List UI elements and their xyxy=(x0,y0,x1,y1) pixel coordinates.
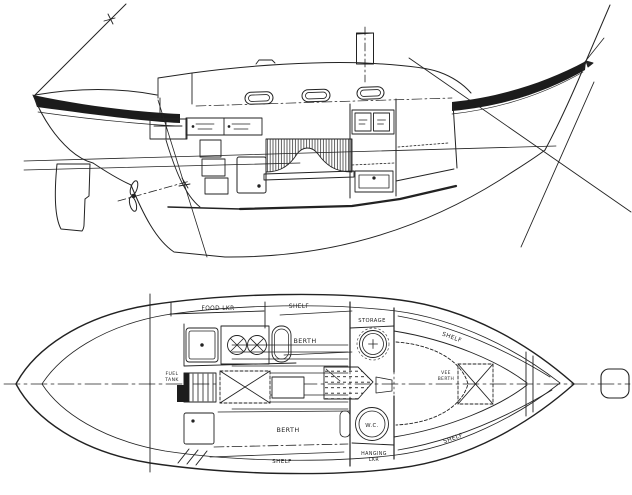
label-storage: STORAGE xyxy=(358,318,386,324)
bulkheads-profile xyxy=(349,98,458,199)
prop-shaft-centerline xyxy=(117,180,191,202)
bow-platform xyxy=(600,368,630,399)
rudder xyxy=(54,163,91,232)
icebox xyxy=(271,325,292,363)
label-fuel-tank-1: FUEL xyxy=(165,371,178,377)
vee-berth-outline xyxy=(393,330,528,438)
portlight-aft xyxy=(244,91,274,105)
toilet xyxy=(339,407,389,441)
deck-datum-dashdot xyxy=(195,97,453,107)
companionway-slide xyxy=(157,72,193,105)
label-berth-top: BERTH xyxy=(293,337,316,345)
bow-shelf-lines xyxy=(397,315,553,451)
backstay xyxy=(33,3,127,97)
sheer-stripe-aft xyxy=(33,95,180,123)
foredeck-hatch xyxy=(457,363,494,405)
storage-divider xyxy=(349,325,395,329)
settee-front xyxy=(263,170,355,181)
coachroof xyxy=(191,62,472,94)
quarterberth-line xyxy=(167,206,241,210)
fuel-tank xyxy=(177,385,185,402)
vberth-profile xyxy=(395,142,455,182)
companionway-ladder xyxy=(183,372,217,403)
label-hanging-locker-1: HANGING xyxy=(361,451,387,457)
locker-door xyxy=(236,156,267,194)
stern-profile xyxy=(32,94,94,164)
quarter-berth-top xyxy=(279,310,353,356)
label-shelf-top: SHELF xyxy=(289,304,309,310)
mast xyxy=(356,26,374,83)
basin xyxy=(356,327,390,361)
hanging-locker-divider xyxy=(351,442,395,446)
chain-locker-bulkhead xyxy=(525,351,534,417)
steps-hatch-marks xyxy=(177,448,208,466)
label-food-locker: FOOD LKR xyxy=(201,306,234,312)
label-hanging-locker-2: LKR xyxy=(369,457,380,463)
label-berth-bottom: BERTH xyxy=(276,426,299,434)
cabin-sole-line xyxy=(238,184,458,211)
settee-berth-bottom xyxy=(209,410,351,458)
stove xyxy=(220,325,270,365)
forward-drawer xyxy=(354,170,394,193)
dresser xyxy=(323,366,393,400)
galley-lockers xyxy=(185,117,263,136)
label-shelf-bottom: SHELF xyxy=(272,459,292,465)
cove-line-aft xyxy=(37,111,179,127)
galley xyxy=(169,310,297,367)
portlight-fwd xyxy=(356,86,385,100)
label-wc: W.C. xyxy=(365,423,379,429)
profile-view xyxy=(23,3,632,258)
berth-back-hatching xyxy=(265,138,353,173)
handrail xyxy=(255,59,276,65)
aft-step-lockers xyxy=(165,139,229,208)
label-fuel-tank-2: TANK xyxy=(164,377,179,383)
engine-box xyxy=(219,370,305,404)
hull-bottom xyxy=(92,149,546,258)
shelf-dashed-line xyxy=(351,162,395,166)
stem-profile xyxy=(544,61,587,151)
forward-locker xyxy=(351,109,395,135)
cooler-box xyxy=(183,412,215,445)
forestay xyxy=(583,4,611,68)
sheer-stripe-bow xyxy=(452,61,586,111)
label-shelf-bow-bottom: SHELF xyxy=(443,433,464,446)
sink xyxy=(185,327,219,363)
cove-line-bow xyxy=(451,71,584,115)
shaft-strut xyxy=(178,177,191,189)
portlight-mid xyxy=(301,88,331,103)
label-vee-berth-1: VEE xyxy=(441,370,451,376)
label-vee-berth-2: BERTH xyxy=(438,376,455,382)
plan-view: FOOD LKR SHELF BERTH FUEL TANK BERTH SHE… xyxy=(3,293,631,475)
aft-deck-camber xyxy=(34,89,158,96)
bow-projection-lines xyxy=(408,57,632,248)
